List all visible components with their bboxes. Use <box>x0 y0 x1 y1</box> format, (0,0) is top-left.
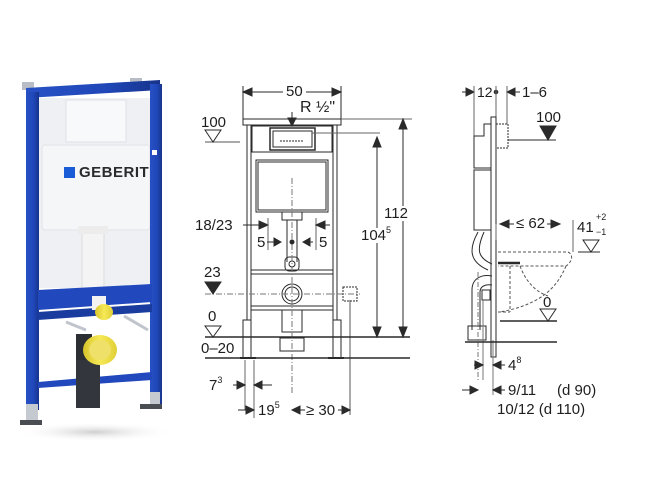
dim-wall-gap: 1–6 <box>522 84 548 101</box>
dim-pipe-d110: 10/12 (d 110) <box>497 401 586 418</box>
dim-pipe-d90-label: (d 90) <box>557 382 597 399</box>
brand-logo: GEBERIT <box>64 164 149 181</box>
brand-square-icon <box>64 167 75 178</box>
dim-supply-thread: R ½" <box>300 99 336 116</box>
dim-pipe-offset: 48 <box>508 355 522 374</box>
dim-center-offset: 195 <box>258 400 280 419</box>
dim-height-total: 112 <box>384 205 408 222</box>
level-top-side: 100 <box>536 109 562 126</box>
dim-foot-offset: 73 <box>209 375 223 394</box>
level-floor-side: 0 <box>543 294 552 311</box>
dim-bowl-projection: ≤ 62 <box>514 215 548 232</box>
dim-offset-right: 5 <box>319 234 328 251</box>
dim-width: 50 <box>283 84 306 99</box>
level-mid: 23 <box>204 264 221 281</box>
dim-pipe-d90: 9/11 <box>508 382 537 399</box>
level-floor-front: 0 <box>208 308 217 325</box>
dim-seat-tol-plus: +2 <box>596 212 607 222</box>
dim-offset-left: 5 <box>257 234 266 251</box>
dim-height-inner: 1045 <box>361 225 392 244</box>
dim-depth: 12 <box>477 84 493 100</box>
dim-seat-height: 41 <box>577 219 594 236</box>
level-top-left: 100 <box>201 114 227 131</box>
dim-inlet-width: 18/23 <box>195 217 233 234</box>
dim-floor-range: 0–20 <box>201 340 235 357</box>
dim-seat-tol-minus: −1 <box>596 227 607 237</box>
dim-min-distance: ≥ 30 <box>306 402 336 419</box>
